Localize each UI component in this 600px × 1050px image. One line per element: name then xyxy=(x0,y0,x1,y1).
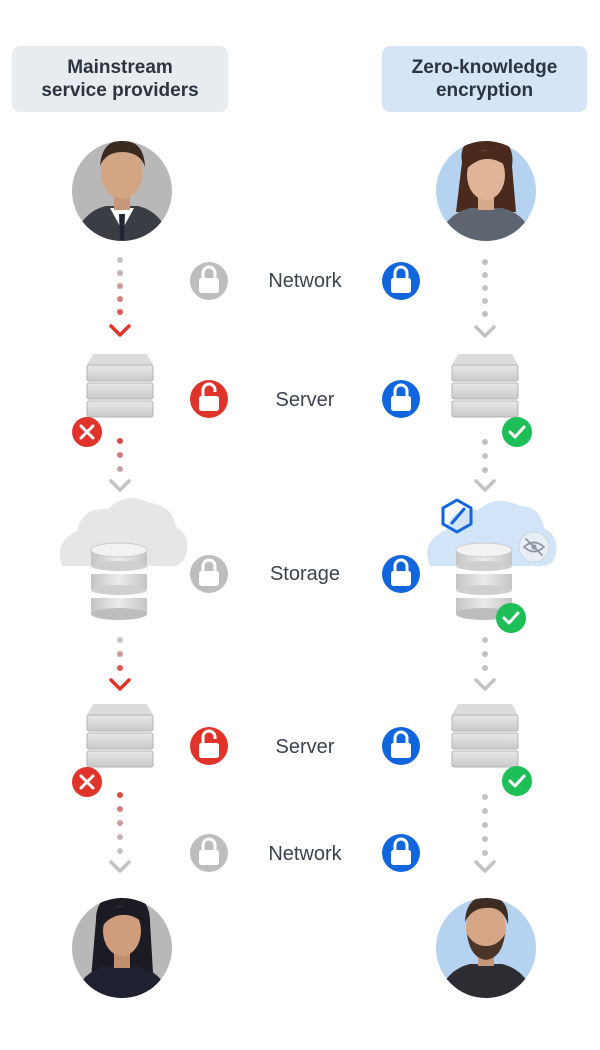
lock-icon-left-storage xyxy=(190,555,228,593)
unlocked-icon-left-server-1 xyxy=(190,380,228,418)
x-circle-icon xyxy=(72,767,102,797)
left-flow-connectors xyxy=(109,257,131,873)
server-icon xyxy=(451,353,519,418)
avatar-receiver-right xyxy=(436,898,536,998)
server-icon xyxy=(451,703,519,768)
lock-icon-right-network-2 xyxy=(382,834,420,872)
lock-icon-left-network-2 xyxy=(190,834,228,872)
server-icon xyxy=(86,353,154,418)
hexagon-icon xyxy=(441,498,473,534)
stage-label-network-2: Network xyxy=(268,843,342,865)
server-icon xyxy=(86,703,154,768)
check-circle-icon xyxy=(496,603,526,633)
lock-icon-right-storage xyxy=(382,555,420,593)
stage-label-storage: Storage xyxy=(269,563,341,585)
check-circle-icon xyxy=(502,766,532,796)
eye-slash-icon xyxy=(518,531,550,563)
stage-label-server-2: Server xyxy=(275,736,335,758)
lock-icon-left-network-1 xyxy=(190,262,228,300)
mainstream-header: Mainstream service providers xyxy=(12,46,228,112)
lock-icon-right-server-1 xyxy=(382,380,420,418)
zero-knowledge-header: Zero-knowledge encryption xyxy=(382,46,587,112)
stage-label-server-1: Server xyxy=(275,389,335,411)
avatar-sender-right xyxy=(436,141,536,241)
unlocked-icon-left-server-2 xyxy=(190,727,228,765)
avatar-sender-left xyxy=(72,141,172,241)
x-circle-icon xyxy=(72,417,102,447)
right-flow-connectors xyxy=(474,259,496,873)
stage-label-network-1: Network xyxy=(268,270,342,292)
lock-icon-right-server-2 xyxy=(382,727,420,765)
check-circle-icon xyxy=(502,417,532,447)
avatar-receiver-left xyxy=(72,898,172,998)
lock-icon-right-network-1 xyxy=(382,262,420,300)
storage-cloud-left xyxy=(59,498,188,621)
